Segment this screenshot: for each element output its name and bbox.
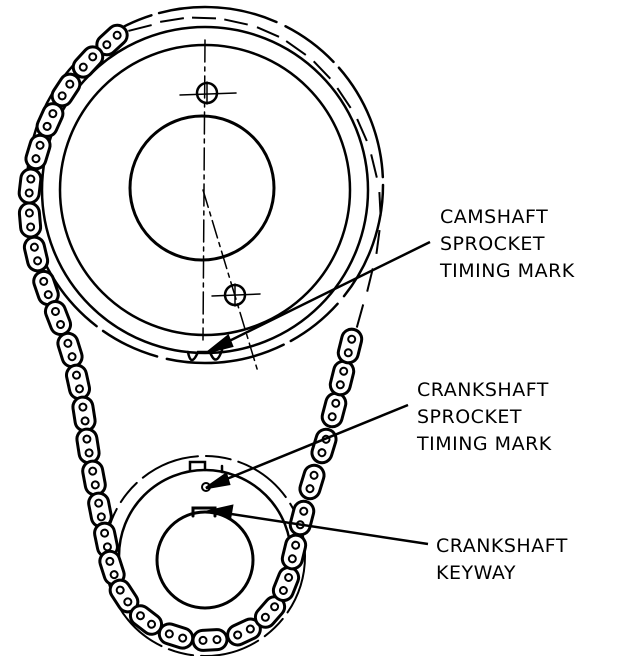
camshaft-bore	[128, 114, 276, 262]
chain-link	[98, 549, 126, 587]
label-line: CRANKSHAFT	[436, 535, 568, 557]
label-line: CAMSHAFT	[440, 206, 549, 228]
chain-link	[43, 299, 73, 337]
chain-link	[328, 359, 356, 397]
chain-link	[81, 459, 107, 497]
chain-link	[191, 628, 229, 652]
chain-link	[312, 60, 332, 80]
bolt-cross-bottom-h	[211, 293, 261, 297]
camshaft-leader-line	[214, 240, 431, 350]
chain-link	[370, 154, 378, 178]
camshaft-sprocket-timing-mark-label: CAMSHAFT SPROCKET TIMING MARK	[440, 204, 575, 285]
label-line: SPROCKET	[417, 406, 523, 428]
keyway-leader-line	[217, 510, 429, 546]
chain-link	[356, 118, 368, 142]
chain-link	[17, 167, 43, 205]
chain-link	[366, 268, 374, 292]
timing-chain	[17, 16, 382, 652]
chain-link	[87, 491, 113, 529]
chain-link	[191, 16, 217, 20]
crankshaft-keyway-label: CRANKSHAFT KEYWAY	[436, 533, 568, 587]
chain-link	[75, 427, 101, 465]
chain-link	[320, 391, 348, 429]
camshaft-timing-notch	[186, 348, 224, 362]
bolt-cross-top-h	[179, 92, 237, 96]
crankshaft-bore	[155, 510, 255, 610]
chain-link	[336, 87, 352, 109]
label-line: CRANKSHAFT	[417, 379, 549, 401]
chain-link	[298, 463, 326, 501]
chain-link	[128, 24, 152, 32]
chain-link	[378, 191, 382, 217]
chain-link	[224, 18, 248, 26]
chain-link	[336, 327, 364, 365]
label-line: TIMING MARK	[440, 260, 575, 282]
chain-link	[35, 102, 65, 138]
chain-link	[17, 201, 43, 239]
chain-link	[285, 40, 307, 56]
chain-link	[24, 133, 52, 171]
chain-link	[71, 45, 105, 79]
chain-link	[375, 229, 381, 255]
label-line: KEYWAY	[436, 562, 516, 584]
camshaft-leader-arrow	[207, 333, 234, 354]
label-line: SPROCKET	[440, 233, 546, 255]
chain-link	[157, 622, 195, 650]
chain-link	[253, 595, 287, 629]
crankshaft-mark-leader-line	[211, 403, 409, 487]
crankshaft-mark-leader-arrow	[205, 471, 231, 490]
chain-link	[65, 363, 91, 401]
chain-link	[288, 499, 316, 537]
chain-link	[256, 26, 280, 38]
centerline	[202, 39, 206, 341]
crankshaft-sprocket-teeth	[188, 460, 224, 474]
chain-link	[22, 235, 50, 273]
keyway-leader-arrow	[205, 504, 234, 520]
chain-link	[310, 427, 338, 465]
chain-link	[56, 331, 84, 369]
offset-line	[202, 189, 259, 373]
label-line: TIMING MARK	[417, 433, 552, 455]
crankshaft-sprocket-timing-mark-label: CRANKSHAFT SPROCKET TIMING MARK	[417, 377, 552, 458]
chain-link	[159, 17, 185, 23]
chain-link	[355, 304, 365, 328]
chain-link	[71, 395, 97, 433]
